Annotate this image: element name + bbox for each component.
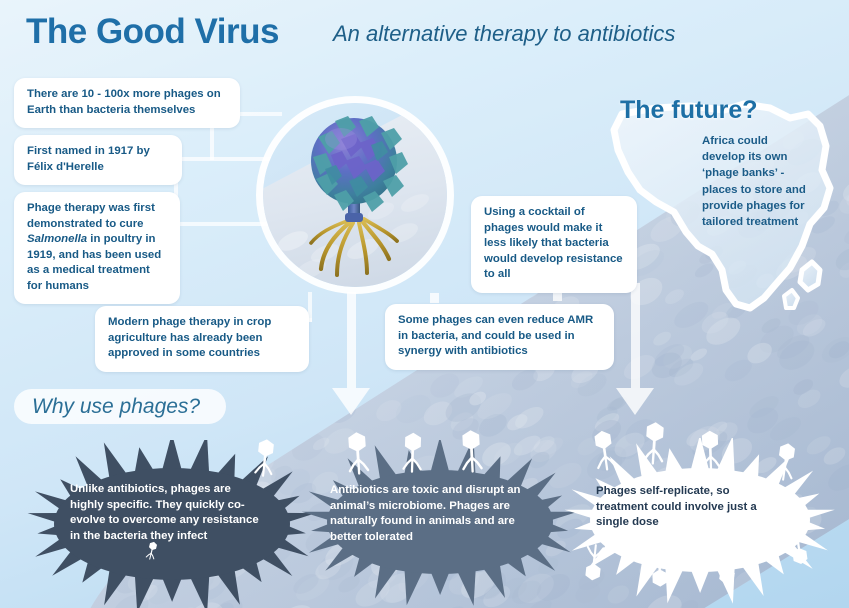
connector-abundance	[236, 112, 282, 116]
bacterium-icon-selfreplicate	[564, 438, 835, 604]
phage-illustration-circle	[256, 96, 454, 294]
callout-abundance-text: There are 10 - 100x more phages on Earth…	[27, 88, 221, 116]
bacterium-text-selfreplicate: Phages self-replicate, so treatment coul…	[596, 484, 776, 531]
callout-amr-text: Some phages can even reduce AMR in bacte…	[398, 314, 594, 357]
why-use-phages-heading: Why use phages?	[14, 389, 226, 424]
callout-crop-agriculture-text: Modern phage therapy in crop agriculture…	[108, 316, 272, 359]
callout-cocktail: Using a cocktail of phages would make it…	[471, 196, 637, 293]
callout-abundance: There are 10 - 100x more phages on Earth…	[14, 78, 240, 128]
callout-first-named: First named in 1917 by Félix d'Herelle	[14, 135, 182, 185]
why-use-phages-label: Why use phages?	[32, 394, 201, 418]
arrow-shaft-left	[347, 292, 356, 388]
connector-salmonella	[178, 222, 270, 226]
bacterium-text-specific: Unlike antibiotics, phages are highly sp…	[70, 482, 260, 545]
page-subtitle: An alternative therapy to antibiotics	[333, 21, 676, 46]
arrow-shaft-right	[631, 283, 640, 388]
bacterium-text-selfreplicate-value: Phages self-replicate, so treatment coul…	[596, 485, 757, 529]
arrow-head-left	[332, 388, 370, 415]
page-title: The Good Virus	[26, 12, 279, 51]
bacterium-text-specific-value: Unlike antibiotics, phages are highly sp…	[70, 483, 259, 543]
callout-cocktail-text: Using a cocktail of phages would make it…	[484, 206, 623, 280]
future-heading: The future?	[620, 96, 758, 124]
callout-salmonella-text-a: Phage therapy was first demonstrated to …	[27, 202, 155, 230]
callout-salmonella-text-b: in poultry in 1919, and has been used as…	[27, 233, 162, 292]
callout-first-named-text: First named in 1917 by Félix d'Herelle	[27, 145, 150, 173]
arrow-head-right	[616, 388, 654, 415]
bacterium-text-microbiome-value: Antibiotics are toxic and disrupt an ani…	[330, 484, 521, 544]
bacterium-text-microbiome: Antibiotics are toxic and disrupt an ani…	[330, 483, 534, 546]
callout-africa-banks-text: Africa could develop its own ‘phage bank…	[702, 135, 806, 228]
callout-africa-banks: Africa could develop its own ‘phage bank…	[702, 133, 806, 230]
callout-salmonella-species: Salmonella	[27, 233, 88, 245]
arrow-shaft-mid	[430, 293, 439, 303]
callout-salmonella: Phage therapy was first demonstrated to …	[14, 192, 180, 304]
callout-crop-agriculture: Modern phage therapy in crop agriculture…	[95, 306, 309, 372]
callout-amr: Some phages can even reduce AMR in bacte…	[385, 304, 614, 370]
bacteriophage-icon	[263, 103, 447, 287]
bacterium-icon-microbiome	[301, 440, 578, 606]
